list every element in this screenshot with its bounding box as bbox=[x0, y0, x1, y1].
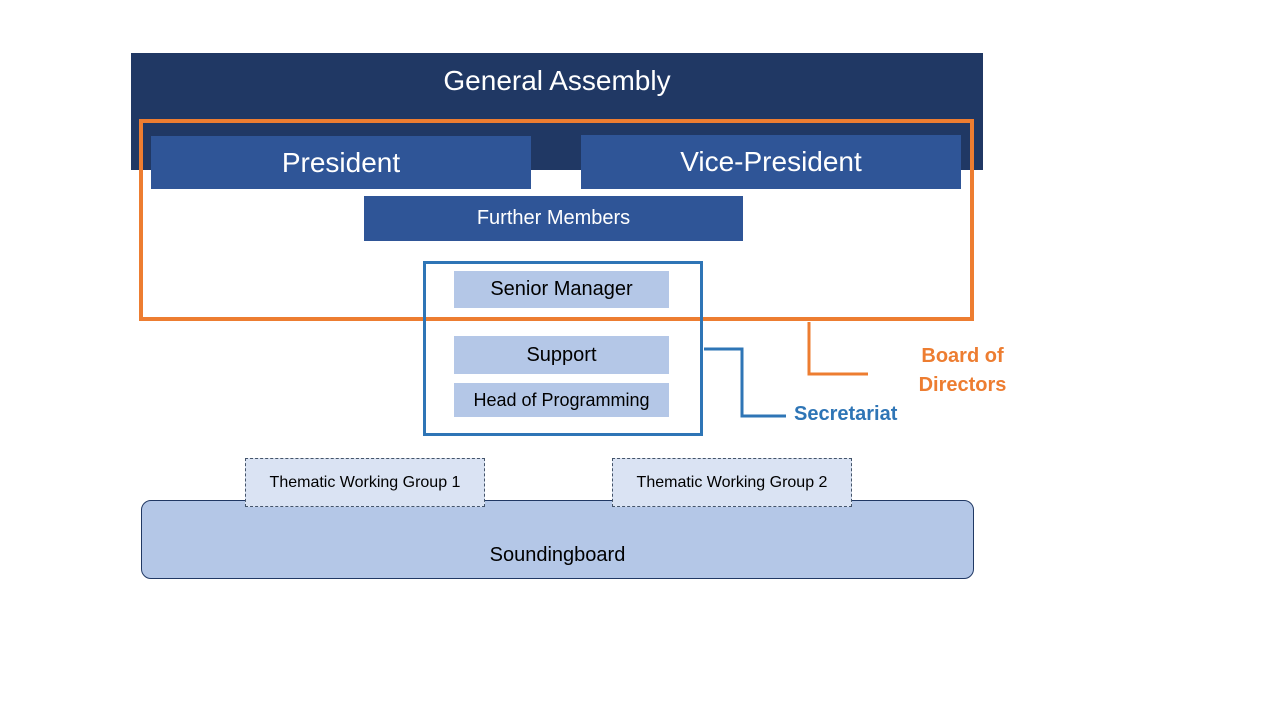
board-of-directors-frame bbox=[139, 119, 974, 321]
president-box: President bbox=[151, 136, 531, 189]
soundingboard-label: Soundingboard bbox=[489, 543, 626, 566]
board-label-line-2: Directors bbox=[918, 374, 1007, 396]
support-box: Support bbox=[454, 336, 669, 374]
board-label-line-1: Board of bbox=[921, 345, 1004, 367]
board-connector-line bbox=[807, 322, 868, 376]
thematic-working-group-1: Thematic Working Group 1 bbox=[245, 458, 485, 507]
secretariat-connector-line bbox=[704, 347, 786, 418]
head-of-programming-box: Head of Programming bbox=[454, 383, 669, 417]
senior-manager-box: Senior Manager bbox=[454, 271, 669, 308]
soundingboard-block bbox=[141, 500, 974, 579]
board-of-directors-label: Board of Directors bbox=[880, 342, 1045, 400]
secretariat-frame bbox=[423, 261, 703, 436]
general-assembly-title: General Assembly bbox=[443, 65, 671, 96]
thematic-working-group-2: Thematic Working Group 2 bbox=[612, 458, 852, 507]
secretariat-label: Secretariat bbox=[794, 403, 898, 425]
vice-president-box: Vice-President bbox=[581, 135, 961, 189]
further-members-box: Further Members bbox=[364, 196, 743, 241]
